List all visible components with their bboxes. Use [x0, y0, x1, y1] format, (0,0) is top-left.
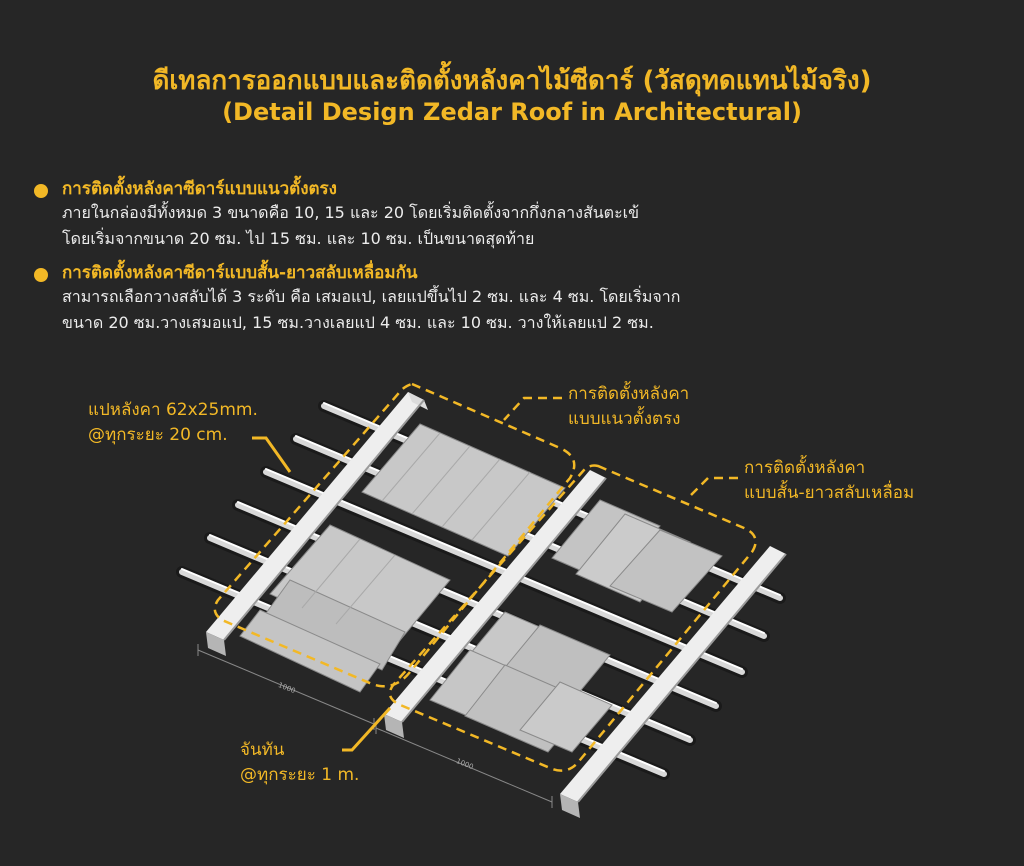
rafter-left	[206, 392, 428, 656]
annotation-line: การติดตั้งหลังคา	[568, 384, 690, 404]
dimension-label: 1000	[277, 681, 297, 695]
annotation-line: การติดตั้งหลังคา	[744, 458, 866, 478]
section-text-line: โดยเริ่มจากขนาด 20 ซม. ไป 15 ซม. และ 10 …	[62, 229, 535, 248]
section-heading: การติดตั้งหลังคาซีดาร์แบบสั้น-ยาวสลับเหล…	[62, 263, 418, 283]
annotation-line: แบบแนวตั้งตรง	[568, 409, 681, 429]
annotation-purlin: แปหลังคา 62x25mm. @ทุกระยะ 20 cm.	[88, 398, 258, 448]
rafter-right	[560, 546, 787, 818]
tile-group-staggered-back	[551, 499, 723, 613]
leader-vertical	[503, 396, 562, 421]
section-text-line: ขนาด 20 ซม.วางเสมอแป, 15 ซม.วางเลยแป 4 ซ…	[62, 313, 654, 332]
annotation-line: @ทุกระยะ 20 cm.	[88, 425, 228, 445]
tile-group-staggered-front	[429, 611, 613, 753]
bullet-icon	[34, 268, 48, 282]
section-vertical-install: การติดตั้งหลังคาซีดาร์แบบแนวตั้งตรง ภายใ…	[34, 178, 834, 252]
annotation-vertical: การติดตั้งหลังคา แบบแนวตั้งตรง	[568, 382, 689, 432]
section-text-line: ภายในกล่องมีทั้งหมด 3 ขนาดคือ 10, 15 และ…	[62, 203, 640, 222]
tile-group-vertical-back	[361, 423, 566, 557]
dimension-label: 1000	[455, 757, 475, 771]
annotation-staggered: การติดตั้งหลังคา แบบสั้น-ยาวสลับเหลื่อม	[744, 456, 914, 506]
section-text-line: สามารถเลือกวางสลับได้ 3 ระดับ คือ เสมอแป…	[62, 287, 681, 306]
tile-group-vertical-front	[239, 524, 451, 693]
bullet-icon	[34, 184, 48, 198]
page-title-english: (Detail Design Zedar Roof in Architectur…	[222, 98, 802, 126]
leader-staggered	[687, 476, 738, 499]
leader-rafter	[342, 706, 392, 752]
purlin	[290, 433, 770, 642]
annotation-line: @ทุกระยะ 1 m.	[240, 765, 360, 785]
annotation-rafter: จันทัน @ทุกระยะ 1 m.	[240, 738, 359, 788]
vertical-install-outline	[213, 382, 576, 688]
page-title-thai: ดีเทลการออกแบบและติดตั้งหลังคาไม้ซีดาร์ …	[152, 66, 872, 96]
section-heading: การติดตั้งหลังคาซีดาร์แบบแนวตั้งตรง	[62, 179, 337, 199]
section-staggered-install: การติดตั้งหลังคาซีดาร์แบบสั้น-ยาวสลับเหล…	[34, 262, 834, 336]
annotation-line: แบบสั้น-ยาวสลับเหลื่อม	[744, 483, 915, 503]
annotation-line: จันทัน	[240, 740, 285, 760]
leader-purlin	[252, 436, 292, 473]
annotation-line: แปหลังคา 62x25mm.	[88, 400, 258, 420]
rafter-middle	[384, 470, 607, 738]
